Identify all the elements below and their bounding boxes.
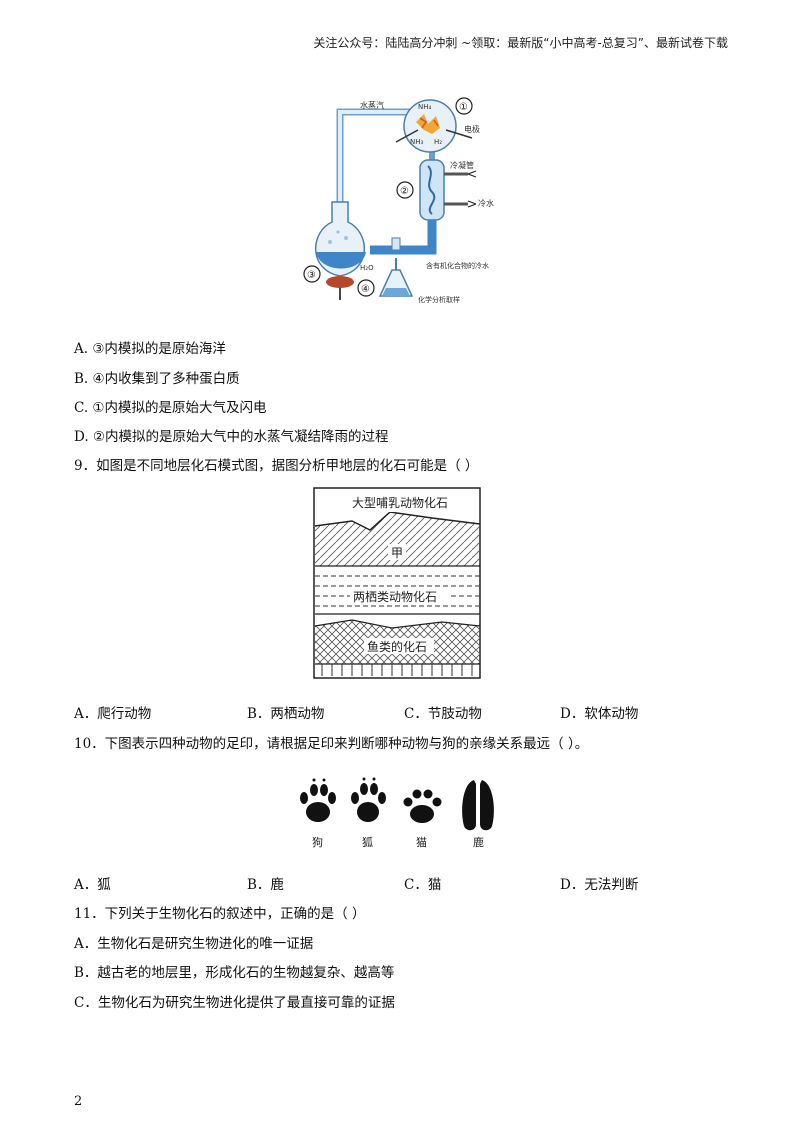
q11-option-c: C．生物化石为研究生物进化提供了最直接可靠的证据 bbox=[74, 995, 395, 1011]
q10-option-a: A．狐 bbox=[74, 877, 111, 893]
cold-water-label: 冷水 bbox=[478, 198, 494, 208]
dog-footprint-icon bbox=[300, 778, 336, 822]
q11-option-a: A．生物化石是研究生物进化的唯一证据 bbox=[74, 936, 314, 952]
stratum-lower-label: 两栖类动物化石 bbox=[353, 589, 437, 604]
q10-stem: 10．下图表示四种动物的足印，请根据足印来判断哪种动物与狗的亲缘关系最远（ ）。 bbox=[74, 736, 589, 752]
dog-label: 狗 bbox=[312, 836, 323, 849]
marker-1: ① bbox=[459, 102, 468, 113]
q8-option-c: C. ①内模拟的是原始大气及闪电 bbox=[74, 400, 267, 416]
q9-option-a: A．爬行动物 bbox=[74, 706, 152, 722]
cat-label: 猫 bbox=[416, 836, 427, 849]
condenser-label: 冷凝管 bbox=[450, 160, 474, 170]
nh4-label: NH₄ bbox=[418, 103, 432, 111]
deer-label: 鹿 bbox=[473, 835, 484, 849]
h2-label: H₂ bbox=[434, 138, 442, 146]
stratum-top-label: 大型哺乳动物化石 bbox=[352, 496, 448, 510]
q11-stem: 11．下列关于生物化石的叙述中，正确的是（ ） bbox=[74, 906, 366, 922]
q9-stem: 9．如图是不同地层化石模式图，据图分析甲地层的化石可能是（ ） bbox=[74, 458, 479, 474]
q10-option-d: D．无法判断 bbox=[560, 877, 639, 893]
fox-footprint-icon bbox=[351, 777, 386, 822]
q9-option-b: B．两栖动物 bbox=[247, 706, 325, 722]
page-header: 关注公众号：陆陆高分冲刺 ~领取：最新版“小中高考-总复习”、最新试卷下载 bbox=[313, 36, 728, 50]
q10-option-b: B．鹿 bbox=[247, 877, 284, 893]
stratum-bottom-label: 鱼类的化石 bbox=[367, 639, 427, 654]
q9-option-d: D．软体动物 bbox=[560, 706, 639, 722]
q11-option-b: B．越古老的地层里，形成化石的生物越复杂、越高等 bbox=[74, 965, 395, 981]
deer-footprint-icon bbox=[462, 780, 494, 831]
q10-option-c: C．猫 bbox=[404, 877, 442, 893]
q8-option-d: D. ②内模拟的是原始大气中的水蒸气凝结降雨的过程 bbox=[74, 429, 389, 445]
steam-label: 水蒸汽 bbox=[360, 100, 384, 110]
fox-label: 狐 bbox=[362, 835, 373, 849]
marker-3: ③ bbox=[307, 270, 316, 281]
miller-experiment-figure: NH₄ NH₃ H₂ 水蒸汽 电极 ① ② 冷凝管 冷水 ③ H₂O ④ 含有机… bbox=[303, 97, 494, 304]
q9-option-c: C．节肢动物 bbox=[404, 706, 482, 722]
sample-label: 化学分析取样 bbox=[418, 295, 460, 304]
footprints-figure: 狗 狐 猫 鹿 bbox=[300, 777, 494, 849]
q8-option-a: A. ③内模拟的是原始海洋 bbox=[74, 341, 226, 357]
electrode-label: 电极 bbox=[464, 124, 480, 134]
cat-footprint-icon bbox=[403, 789, 442, 823]
marker-4: ④ bbox=[361, 284, 370, 295]
page-number: 2 bbox=[74, 1094, 83, 1109]
stratum-middle-label: 甲 bbox=[391, 546, 403, 560]
marker-2: ② bbox=[400, 186, 409, 197]
q8-option-b: B. ④内收集到了多种蛋白质 bbox=[74, 371, 240, 387]
h2o-label: H₂O bbox=[360, 264, 374, 272]
strata-diagram: 大型哺乳动物化石 甲 两栖类动物化石 鱼类的化石 bbox=[313, 487, 481, 679]
nh3-label: NH₃ bbox=[410, 138, 424, 146]
organic-water-label: 含有机化合物的冷水 bbox=[426, 261, 489, 270]
